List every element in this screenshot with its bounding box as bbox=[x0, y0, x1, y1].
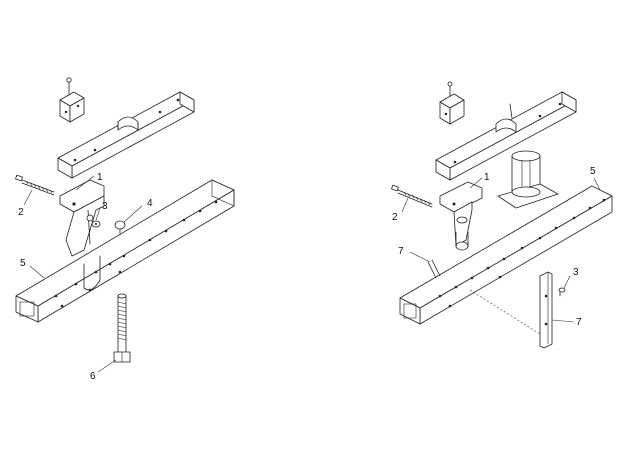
pin-part-7-right bbox=[427, 259, 441, 279]
main-beam-part-5-left bbox=[15, 179, 235, 323]
callout-2-left: 2 bbox=[18, 207, 24, 218]
callout-1-right: 1 bbox=[484, 172, 490, 183]
top-clamp-right bbox=[439, 81, 517, 133]
top-clamp-left bbox=[59, 77, 139, 131]
callout-2-right: 2 bbox=[392, 212, 398, 223]
bracket-plate-left bbox=[59, 179, 105, 257]
nut-part-3-left bbox=[91, 220, 101, 228]
callout-4-left: 4 bbox=[147, 198, 153, 209]
upper-beam-left bbox=[57, 91, 195, 179]
bracket-plate-right bbox=[439, 181, 483, 251]
bolt-part-2-right bbox=[391, 184, 433, 208]
callout-5-left: 5 bbox=[20, 258, 26, 269]
callout-3-left: 3 bbox=[102, 201, 108, 212]
callout-1-left: 1 bbox=[97, 172, 103, 183]
callout-7-right-strap: 7 bbox=[576, 317, 582, 328]
stud-part-6-left bbox=[113, 293, 131, 363]
strap-part-7-right bbox=[469, 271, 553, 349]
nut-part-3-right bbox=[558, 287, 566, 297]
callout-7-right-pin: 7 bbox=[398, 246, 404, 257]
main-beam-part-5-right bbox=[399, 185, 613, 325]
callout-3-right: 3 bbox=[573, 267, 579, 278]
bolt-part-2-left bbox=[15, 174, 55, 196]
right-assembly: 1 2 3 5 7 7 bbox=[391, 81, 613, 349]
callout-5-right: 5 bbox=[590, 166, 596, 177]
callout-6-left: 6 bbox=[90, 371, 96, 382]
spring-housing-right bbox=[497, 150, 559, 209]
left-assembly: 1 2 3 4 5 6 bbox=[15, 77, 235, 382]
upper-beam-right bbox=[435, 91, 577, 181]
